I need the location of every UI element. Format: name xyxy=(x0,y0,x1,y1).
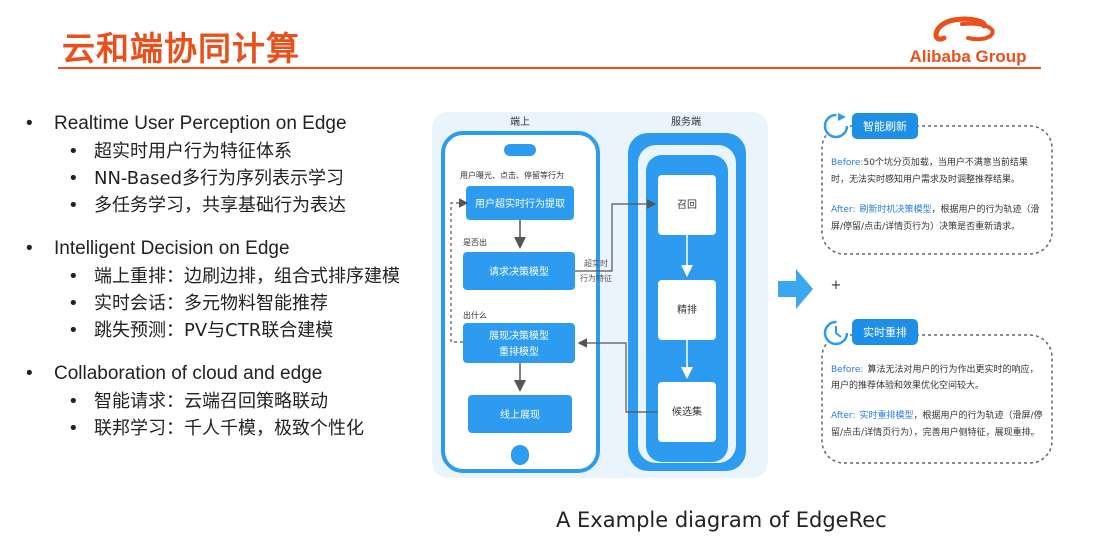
realtime-rerank-badge xyxy=(852,319,918,345)
sub-bullet-item: 端上重排：边刷边排，组合式排序建模 xyxy=(22,263,422,290)
page-title: 云和端协同计算 xyxy=(62,29,300,68)
arrow-candidates-display xyxy=(577,338,658,413)
extract-box-label: 用户超实时行为提取 xyxy=(475,197,565,210)
phone-home-button xyxy=(511,445,529,465)
card1-before-line-1: Before:50个坑分页加载，当用户不满意当前结果 xyxy=(831,156,1028,168)
phone-speaker xyxy=(504,144,536,156)
clock-icon xyxy=(823,320,849,346)
arrow-decision-recall xyxy=(575,199,657,272)
rank-box xyxy=(658,280,716,340)
diagram-caption: A Example diagram of EdgeRec xyxy=(556,508,887,532)
sub-bullet-item: 联邦学习：千人千模，极致个性化 xyxy=(22,415,422,442)
refresh-icon xyxy=(823,113,849,139)
logo-text: Alibaba Group xyxy=(909,47,1027,66)
feature-label-2: 行为特征 xyxy=(580,273,612,283)
card1-after-line-2: 屏/停留/点击/详情页行为）决策是否重新请求。 xyxy=(831,220,1020,232)
input-behavior-label: 用户曝光、点击、停留等行为 xyxy=(460,170,564,180)
recall-box xyxy=(658,175,716,235)
feature-label-1: 超实时 xyxy=(584,258,608,268)
sub-bullet-item: 跳失预测：PV与CTR联合建模 xyxy=(22,317,422,344)
card1-before-line-2: 时，无法实时感知用户需求及时调整推荐结果。 xyxy=(831,173,1020,185)
what-label: 出什么 xyxy=(463,310,487,320)
smart-refresh-card xyxy=(821,125,1053,255)
realtime-rerank-badge-label: 实时重排 xyxy=(863,325,907,339)
feedback-loop-line xyxy=(450,198,469,343)
sub-bullet-item: 超实时用户行为特征体系 xyxy=(22,138,422,165)
right-arrow-icon xyxy=(778,269,813,309)
card2-after-line-1: After:实时重排模型，根据用户的行为轨迹（滑屏/停 xyxy=(831,409,1043,421)
edge-label: 端上 xyxy=(510,115,530,128)
extract-box xyxy=(466,186,574,220)
plus-sign: + xyxy=(831,278,842,293)
sub-bullet-item: 实时会话：多元物料智能推荐 xyxy=(22,290,422,317)
sub-bullet-item: 智能请求：云端召回策略联动 xyxy=(22,388,422,415)
sub-bullet-item: NN-Based多行为序列表示学习 xyxy=(22,165,422,192)
online-box-label: 线上展现 xyxy=(500,408,540,421)
whether-label: 是否出 xyxy=(463,237,487,247)
server-label: 服务端 xyxy=(671,115,701,128)
display-box-label-2: 重排模型 xyxy=(499,345,539,358)
alibaba-logo: Alibaba Group xyxy=(892,14,1044,70)
display-box-label-1: 展现决策模型 xyxy=(489,329,549,342)
candidates-label: 候选集 xyxy=(672,405,702,418)
display-box xyxy=(463,323,575,363)
card2-after-line-2: 留/点击/详情页行为），完善用户侧特征，展现重排。 xyxy=(831,426,1040,438)
candidates-box xyxy=(658,382,716,442)
sub-bullet-item: 多任务学习，共享基础行为表达 xyxy=(22,192,422,219)
bullet-item: Intelligent Decision on Edge xyxy=(22,235,422,263)
rank-label: 精排 xyxy=(677,303,697,316)
realtime-rerank-card xyxy=(821,334,1053,464)
card2-before-line-1: Before:算法无法对用户的行为作出更实时的响应， xyxy=(831,363,1038,375)
card2-before-line-2: 用户的推荐体验和效果优化空间较大。 xyxy=(831,379,984,391)
online-box xyxy=(468,395,572,433)
bullet-list: Realtime User Perception on Edge 超实时用户行为… xyxy=(22,110,422,442)
smart-refresh-badge xyxy=(852,113,918,139)
decision-box xyxy=(463,252,575,290)
bullet-item: Realtime User Perception on Edge xyxy=(22,110,422,138)
title-divider xyxy=(58,67,1041,69)
recall-label: 召回 xyxy=(677,199,697,211)
alibaba-logo-icon xyxy=(933,16,995,42)
bullet-item: Collaboration of cloud and edge xyxy=(22,360,422,388)
card1-after-line-1: After:刷新时机决策模型，根据用户的行为轨迹（滑 xyxy=(831,203,1040,215)
smart-refresh-badge-label: 智能刷新 xyxy=(863,119,907,133)
decision-box-label: 请求决策模型 xyxy=(489,265,549,278)
